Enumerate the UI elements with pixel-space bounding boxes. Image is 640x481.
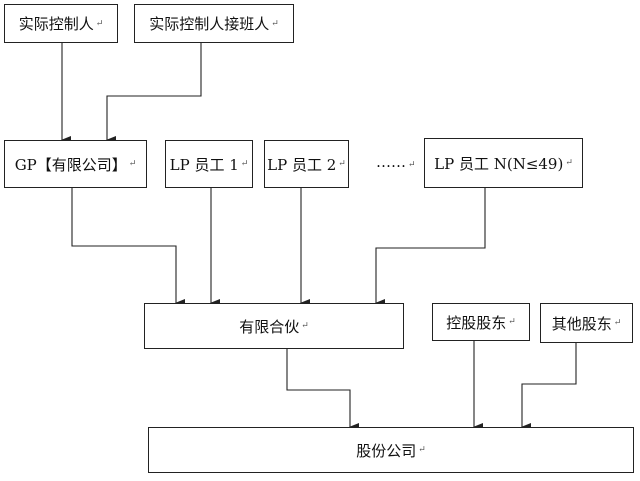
paragraph-mark: ↵ (613, 318, 622, 328)
node-controlling-shareholder: 控股股东↵ (432, 303, 530, 341)
node-successor-label: 实际控制人接班人 (149, 15, 270, 33)
edge-successor-to-gp (106, 43, 202, 144)
paragraph-mark: ↵ (128, 159, 137, 169)
paragraph-mark: ↵ (508, 317, 516, 327)
node-ellipsis: ……↵ (376, 153, 416, 171)
node-ellipsis-label: …… (376, 153, 406, 171)
node-partnership: 有限合伙↵ (144, 303, 404, 349)
node-company: 股份公司↵ (148, 427, 634, 473)
node-lpn: LP 员工 N(N≤49)↵ (424, 138, 583, 188)
paragraph-mark: ↵ (418, 445, 426, 455)
paragraph-mark: ↵ (95, 18, 104, 29)
node-lp1-label: LP 员工 1 (169, 155, 239, 174)
node-lp2-label: LP 员工 2 (267, 155, 337, 174)
node-actual-controller: 实际控制人↵ (4, 4, 118, 43)
node-other-shareholders: 其他股东↵ (540, 303, 633, 343)
paragraph-mark: ↵ (240, 159, 249, 169)
paragraph-mark: ↵ (301, 321, 309, 331)
node-lpn-label: LP 员工 N(N≤49) (434, 154, 564, 173)
paragraph-mark: ↵ (271, 18, 279, 29)
node-other-shareholders-label: 其他股东 (551, 314, 612, 333)
node-controlling-shareholder-label: 控股股东 (446, 313, 507, 332)
node-partnership-label: 有限合伙 (239, 317, 300, 336)
node-lp1: LP 员工 1↵ (165, 140, 253, 188)
edge-partnership-to-company (286, 349, 359, 431)
edge-other-to-company (521, 343, 577, 431)
node-gp-label: GP【有限公司】 (14, 155, 127, 174)
node-actual-controller-label: 实际控制人 (18, 15, 94, 33)
edge-lpn-to-partnership (375, 188, 486, 307)
node-lp2: LP 员工 2↵ (264, 140, 349, 188)
node-gp: GP【有限公司】↵ (4, 140, 147, 188)
edge-gp-to-partnership (71, 188, 185, 307)
paragraph-mark: ↵ (408, 160, 416, 170)
paragraph-mark: ↵ (565, 158, 573, 168)
node-company-label: 股份公司 (356, 441, 417, 460)
node-successor: 实际控制人接班人↵ (134, 4, 294, 43)
paragraph-mark: ↵ (338, 159, 346, 169)
